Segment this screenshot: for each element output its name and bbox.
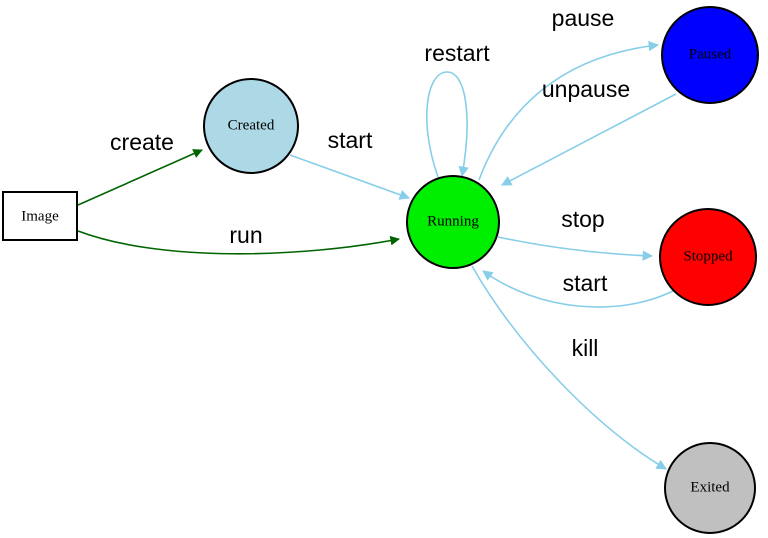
node-stopped-circle xyxy=(659,208,757,306)
node-exited[interactable]: Exited xyxy=(664,442,756,534)
edge-start-stopped-running[interactable]: start xyxy=(482,270,674,308)
edge-start-created-running[interactable]: start xyxy=(289,127,410,200)
edge-label-run: run xyxy=(229,222,262,248)
edge-pause-path xyxy=(478,40,660,181)
node-created[interactable]: Created xyxy=(203,78,299,174)
node-paused-circle xyxy=(661,6,759,104)
edge-kill[interactable]: kill xyxy=(471,265,667,470)
edge-label-pause: pause xyxy=(552,5,615,31)
edge-kill-path xyxy=(471,265,667,470)
edge-start2-path xyxy=(482,270,674,308)
edge-create[interactable]: create xyxy=(77,129,203,206)
edge-unpause-path xyxy=(501,93,677,186)
edge-pause[interactable]: pause xyxy=(478,5,660,181)
node-exited-label: Exited xyxy=(690,479,730,495)
edge-label-kill: kill xyxy=(572,335,599,361)
node-running-label: Running xyxy=(427,213,479,229)
edge-start1-path xyxy=(289,154,410,200)
edge-label-start-created: start xyxy=(328,127,373,153)
edge-run-path xyxy=(77,230,400,255)
edge-label-stop: stop xyxy=(561,206,604,232)
node-exited-circle xyxy=(664,442,756,534)
edge-label-start-stopped: start xyxy=(563,270,608,296)
node-image[interactable]: Image xyxy=(2,191,78,241)
edge-label-create: create xyxy=(110,129,174,155)
edge-restart-selfloop[interactable]: restart xyxy=(424,40,490,178)
edge-unpause[interactable]: unpause xyxy=(501,76,677,186)
edge-run[interactable]: run xyxy=(77,222,400,255)
node-paused-label: Paused xyxy=(689,46,732,62)
edge-stop-path xyxy=(497,236,654,261)
node-paused[interactable]: Paused xyxy=(661,6,759,104)
node-image-label: Image xyxy=(21,208,59,224)
edge-restart-path xyxy=(426,71,469,178)
edge-label-restart: restart xyxy=(424,40,490,66)
edge-create-path xyxy=(77,149,203,206)
node-image-rect xyxy=(2,191,78,241)
node-created-label: Created xyxy=(228,117,275,133)
edge-stop[interactable]: stop xyxy=(497,206,654,261)
node-stopped[interactable]: Stopped xyxy=(659,208,757,306)
node-created-circle xyxy=(203,78,299,174)
node-running[interactable]: Running xyxy=(406,175,500,269)
node-running-circle xyxy=(406,175,500,269)
edge-label-unpause: unpause xyxy=(542,76,630,102)
node-stopped-label: Stopped xyxy=(683,248,733,264)
